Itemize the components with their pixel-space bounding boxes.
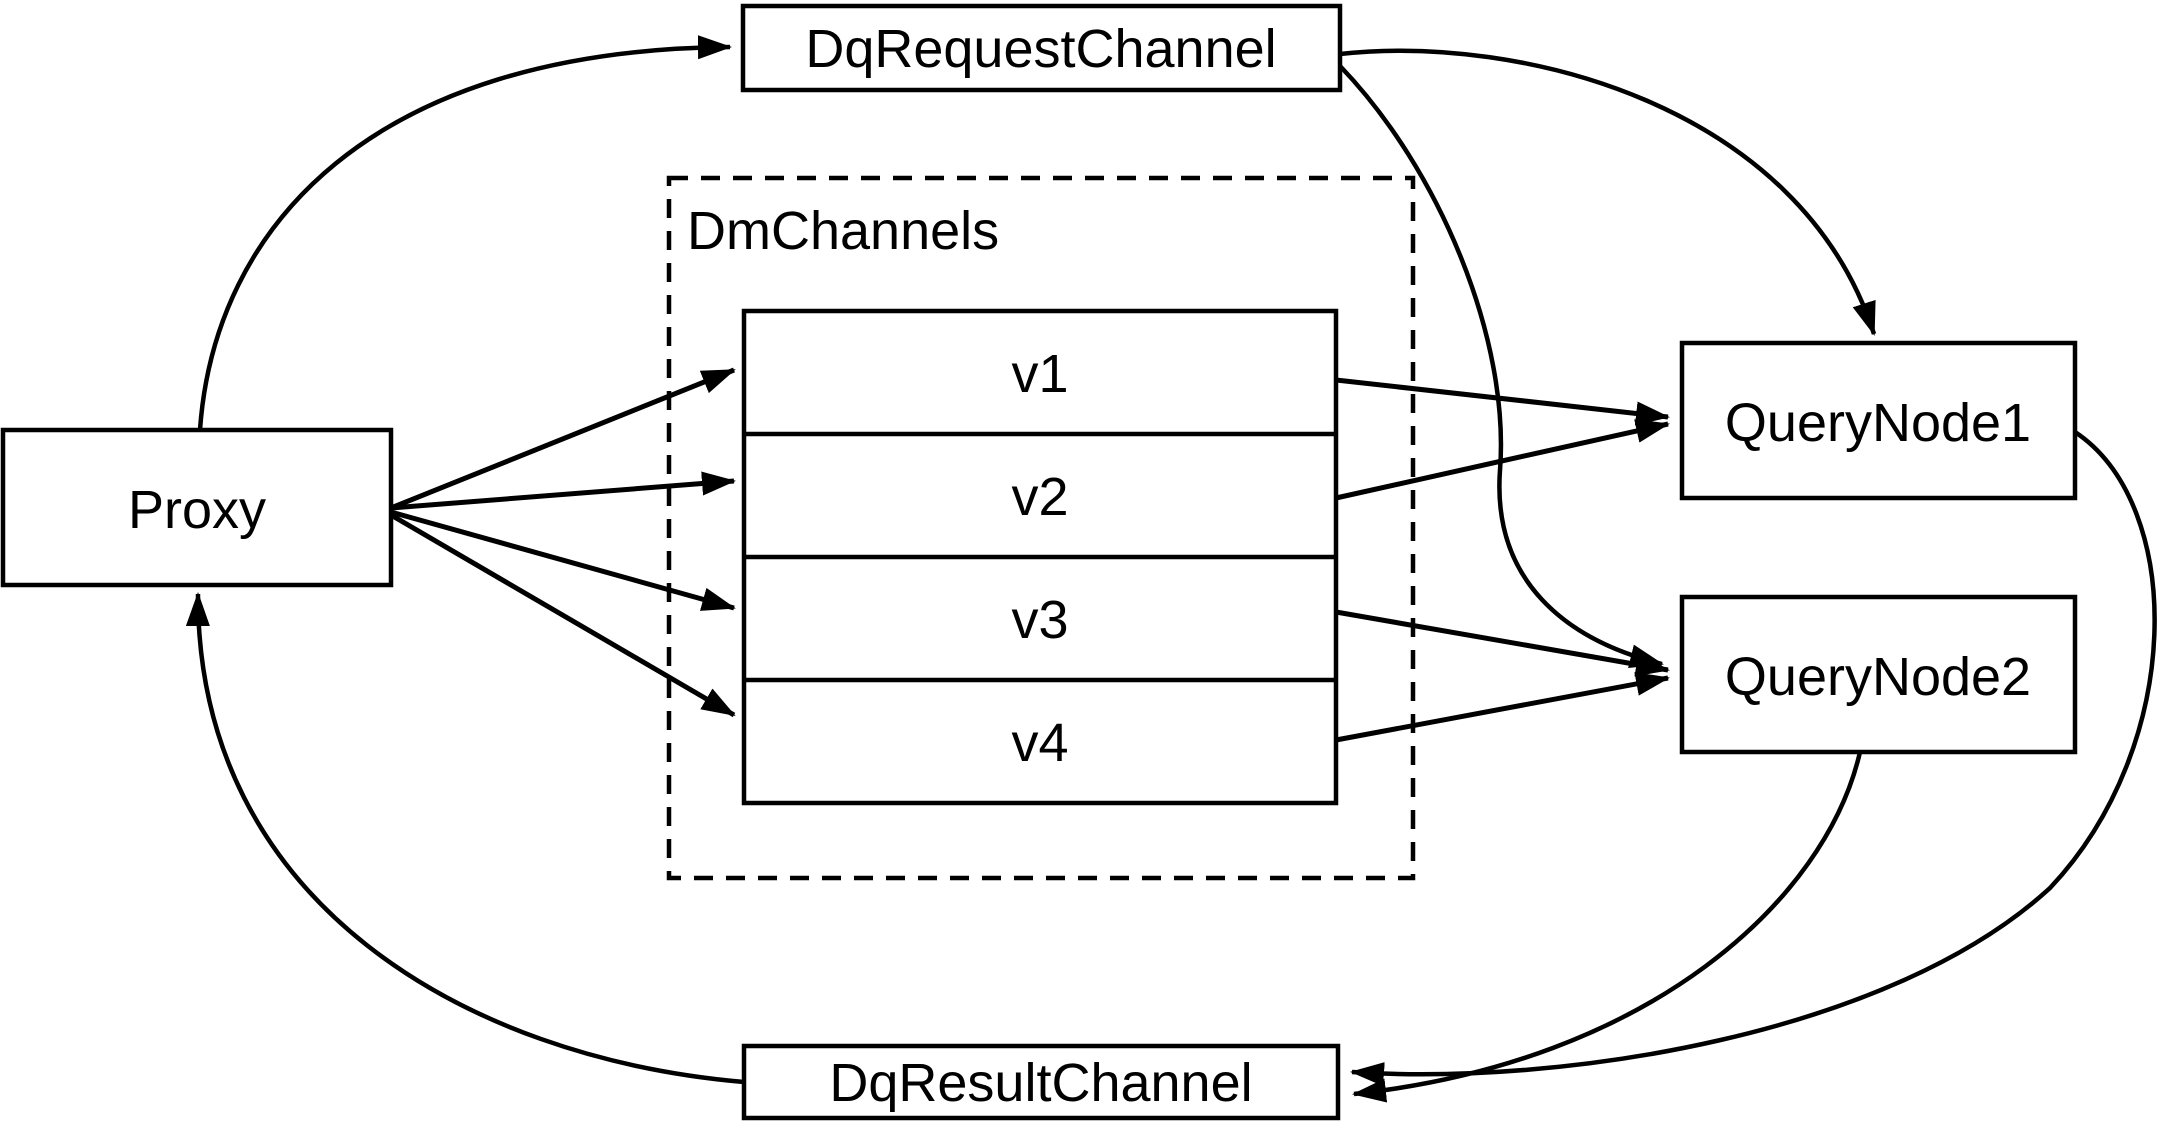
dqresultchannel-label: DqResultChannel xyxy=(829,1053,1252,1113)
edge-proxy-to-v4 xyxy=(389,512,736,718)
edge-v2-to-querynode1 xyxy=(1335,419,1670,501)
querynode1-label: QueryNode1 xyxy=(1725,393,2031,453)
edge-dqrequestchannel-to-querynode1 xyxy=(1339,48,1877,336)
edge-proxy-to-v1 xyxy=(390,367,736,511)
channel-v2-label: v2 xyxy=(1011,467,1068,527)
edges-layer xyxy=(185,35,2157,1103)
edge-dqrequestchannel-to-querynode2 xyxy=(1338,64,1664,668)
edge-proxy-to-v3 xyxy=(390,509,736,611)
edge-proxy-to-dqrequestchannel xyxy=(197,35,732,431)
dqresultchannel-box xyxy=(741,1043,1341,1121)
nodes-layer: DmChannels DqRequestChannel v1 v2 v3 v4 … xyxy=(0,3,2078,1121)
edge-dqresultchannel-to-proxy xyxy=(185,592,745,1085)
edge-proxy-to-v2 xyxy=(390,471,736,511)
dqrequestchannel-label: DqRequestChannel xyxy=(805,19,1276,79)
proxy-label: Proxy xyxy=(128,480,266,540)
dmchannels-label: DmChannels xyxy=(687,201,999,261)
edge-v1-to-querynode1 xyxy=(1335,377,1670,426)
channel-v4-label: v4 xyxy=(1011,713,1068,773)
channel-v1-label: v1 xyxy=(1011,344,1068,404)
querynode2-label: QueryNode2 xyxy=(1725,647,2031,707)
dmchannels-group-box xyxy=(666,175,1416,881)
edge-v3-to-querynode2 xyxy=(1335,609,1670,677)
edge-v4-to-querynode2 xyxy=(1335,672,1670,743)
edge-querynode2-to-dqresultchannel xyxy=(1352,751,1863,1103)
querynode1-box xyxy=(1679,340,2078,501)
dqrequestchannel-box xyxy=(740,3,1343,93)
channel-v3-label: v3 xyxy=(1011,590,1068,650)
proxy-box xyxy=(0,427,394,588)
querynode2-box xyxy=(1679,594,2078,755)
edge-querynode1-to-dqresultchannel xyxy=(1350,430,2157,1087)
